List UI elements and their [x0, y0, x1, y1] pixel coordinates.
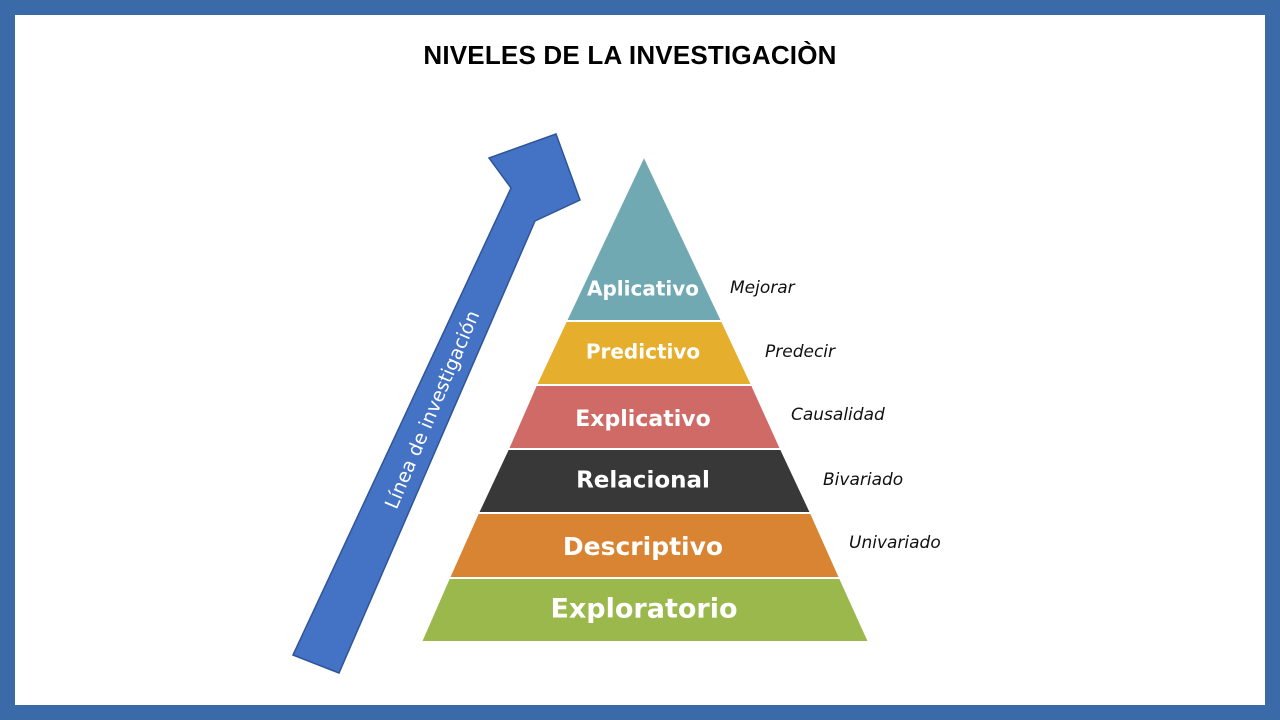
level-label: Predictivo [586, 340, 700, 364]
pyramid: Aplicativo Predictivo Explicativo Relaci… [419, 153, 871, 643]
pyramid-level-exploratorio: Exploratorio [419, 577, 871, 643]
arrow-shape [291, 133, 581, 674]
pyramid-level-aplicativo: Aplicativo [564, 153, 724, 322]
level-descriptions: Mejorar Predecir Causalidad Bivariado Un… [730, 278, 941, 553]
page-title: NIVELES DE LA INVESTIGACIÒN [423, 40, 837, 70]
arrow-label: Línea de investigación [381, 307, 484, 512]
pyramid-level-predictivo: Predictivo [534, 320, 754, 386]
description-predecir: Predecir [765, 342, 836, 362]
level-label: Aplicativo [587, 277, 699, 301]
pyramid-level-relacional: Relacional [476, 448, 813, 514]
description-bivariado: Bivariado [823, 470, 903, 490]
level-label: Descriptivo [563, 532, 723, 561]
level-shape [419, 577, 871, 643]
description-mejorar: Mejorar [730, 278, 796, 298]
pyramid-level-explicativo: Explicativo [506, 384, 783, 450]
level-label: Explicativo [575, 407, 710, 432]
description-univariado: Univariado [849, 533, 941, 553]
level-label: Relacional [576, 468, 710, 494]
level-label: Exploratorio [550, 594, 737, 625]
description-causalidad: Causalidad [791, 405, 885, 425]
pyramid-level-descriptivo: Descriptivo [447, 512, 842, 579]
